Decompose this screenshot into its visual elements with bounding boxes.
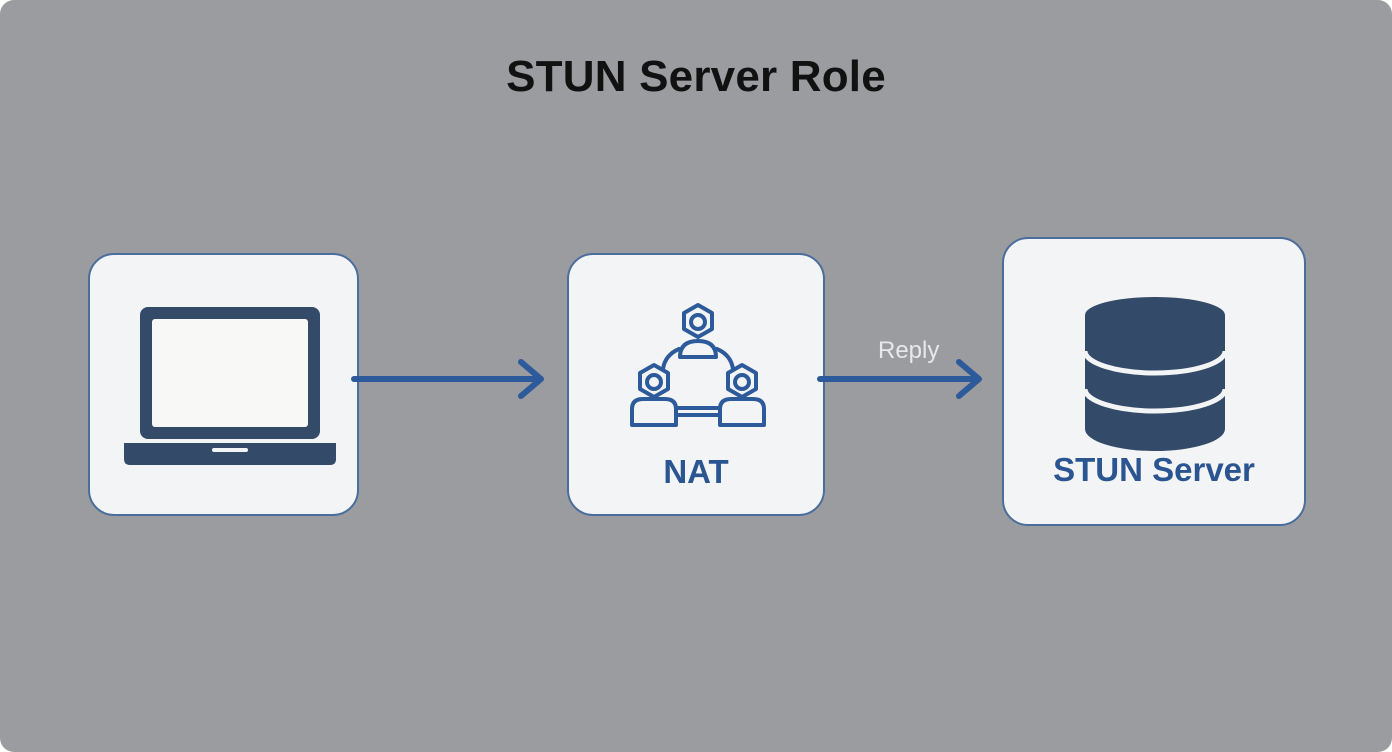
- laptop-icon: [124, 307, 336, 465]
- nat-node: NAT: [567, 253, 825, 516]
- diagram-title: STUN Server Role: [506, 52, 886, 101]
- arrow-client-to-nat: [351, 359, 544, 399]
- client-node: [88, 253, 359, 516]
- nat-label: NAT: [663, 453, 729, 490]
- network-nodes-icon: [630, 303, 766, 427]
- stun-server-label: STUN Server: [1053, 451, 1255, 488]
- arrow-nat-to-stun: [817, 359, 982, 399]
- stun-server-node: STUN Server: [1002, 237, 1306, 526]
- database-icon: [1083, 297, 1227, 451]
- edge-label-reply: Reply: [878, 337, 940, 364]
